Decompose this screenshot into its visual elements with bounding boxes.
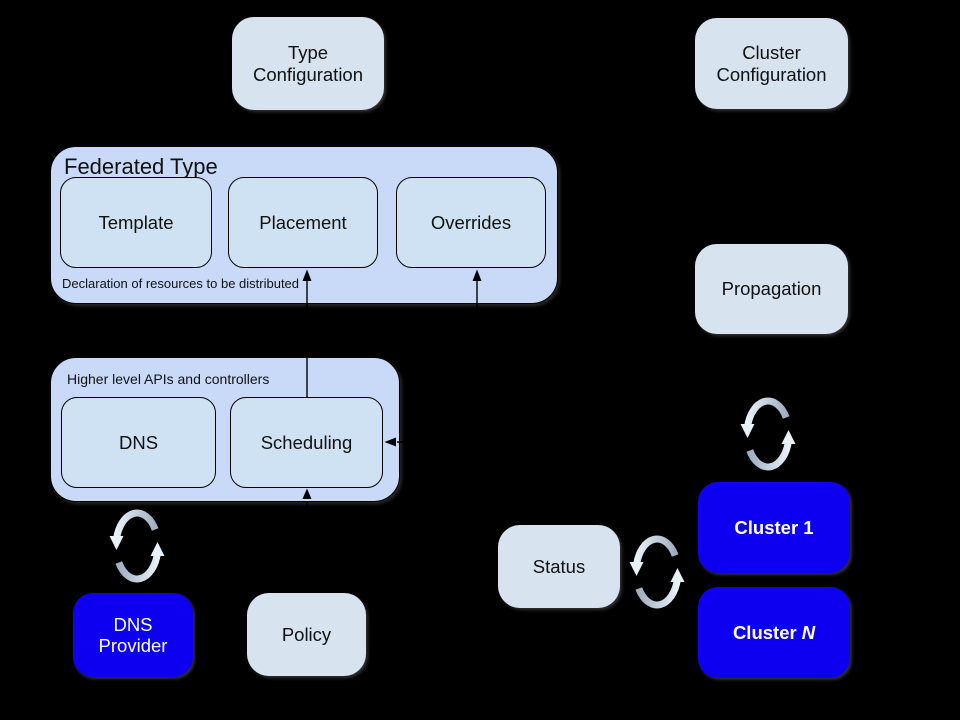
policy-box: Policy — [247, 593, 366, 676]
placement-box: Placement — [228, 177, 378, 268]
cluster-configuration-box: Cluster Configuration — [695, 18, 848, 109]
template-box: Template — [60, 177, 212, 268]
federated-type-title: Federated Type — [64, 154, 218, 179]
propagation-box: Propagation — [695, 244, 848, 334]
dns-provider-box: DNS Provider — [73, 593, 193, 677]
cluster-n-label: Cluster — [732, 621, 797, 643]
scheduling-box: Scheduling — [230, 397, 383, 488]
sync-icon — [629, 535, 685, 609]
dns-box: DNS — [61, 397, 216, 488]
overrides-box: Overrides — [396, 177, 546, 268]
cluster-1-box: Cluster 1 — [698, 482, 850, 573]
type-configuration-box: Type Configuration — [232, 17, 384, 110]
cluster-n-variable: N — [801, 621, 816, 643]
sync-icon — [740, 397, 796, 471]
higher-level-apis-title: Higher level APIs and controllers — [67, 371, 270, 387]
status-box: Status — [498, 525, 620, 608]
federated-type-caption: Declaration of resources to be distribut… — [62, 276, 300, 291]
sync-icon — [109, 509, 165, 583]
